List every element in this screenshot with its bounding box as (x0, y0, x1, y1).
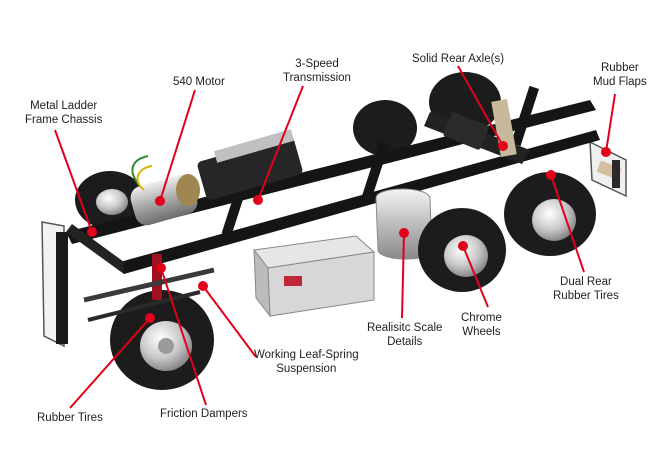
leader-dot-dual-rear-rubber-tires (546, 170, 556, 180)
leader-line-chrome-wheels (462, 245, 489, 308)
chrome-box (253, 235, 376, 318)
label-line: Working Leaf-Spring (254, 349, 359, 361)
front-tire (110, 290, 214, 390)
leader-dot-chrome-wheels (458, 241, 468, 251)
label-chrome-wheels: Chrome Wheels (461, 311, 502, 339)
label-line: Rubber Tires (37, 412, 103, 424)
label-line: Wheels (462, 326, 501, 338)
label-line: Chrome (461, 312, 502, 324)
label-3-speed-transmission: 3-Speed Transmission (283, 57, 351, 85)
leader-dot-540-motor (155, 196, 165, 206)
label-line: Rubber Tires (553, 290, 619, 302)
leader-dot-rubber-mud-flaps (601, 147, 611, 157)
leader-line-3-speed-transmission (257, 85, 304, 201)
label-solid-rear-axles: Solid Rear Axle(s) (412, 52, 504, 66)
label-line: 540 Motor (173, 76, 225, 88)
label-line: 3-Speed (295, 58, 339, 70)
label-line: Suspension (276, 363, 337, 375)
label-line: Details (387, 336, 423, 348)
leader-dot-3-speed-transmission (253, 195, 263, 205)
leader-line-540-motor (159, 89, 196, 202)
label-rubber-mud-flaps: Rubber Mud Flaps (593, 61, 647, 89)
leader-dot-metal-ladder-frame-chassis (87, 227, 97, 237)
leader-dot-realistic-scale-details (399, 228, 409, 238)
leader-line-dual-rear-rubber-tires (550, 174, 585, 273)
label-540-motor: 540 Motor (173, 75, 225, 89)
label-line: Frame Chassis (25, 114, 103, 126)
leader-line-metal-ladder-frame-chassis (54, 129, 93, 233)
label-line: Dual Rear (560, 276, 612, 288)
mud-flap (589, 140, 627, 198)
leader-line-working-leaf-spring-suspension (202, 285, 257, 358)
label-line: Rubber (600, 62, 639, 74)
leader-dot-rubber-tires (145, 313, 155, 323)
label-line: Metal Ladder (30, 100, 98, 112)
leader-line-friction-dampers (160, 267, 207, 406)
label-dual-rear-rubber-tires: Dual Rear Rubber Tires (553, 275, 619, 303)
label-line: Solid Rear Axle(s) (412, 53, 505, 65)
label-working-leaf-spring-suspension: Working Leaf-Spring Suspension (254, 348, 359, 376)
leader-line-realistic-scale-details (401, 232, 405, 319)
label-rubber-tires: Rubber Tires (37, 411, 103, 425)
label-friction-dampers: Friction Dampers (160, 407, 248, 421)
leader-line-rubber-tires (69, 317, 151, 409)
drivetrain (130, 129, 303, 226)
leader-line-solid-rear-axles (457, 65, 504, 147)
label-line: Mud Flaps (593, 76, 647, 88)
front-suspension (83, 254, 215, 322)
leader-dot-solid-rear-axles (498, 141, 508, 151)
leader-line-rubber-mud-flaps (605, 93, 616, 153)
leader-dot-working-leaf-spring-suspension (198, 281, 208, 291)
label-metal-ladder-frame-chassis: Metal Ladder Frame Chassis (25, 99, 102, 127)
label-line: Transmission (283, 72, 351, 84)
label-line: Friction Dampers (160, 408, 248, 420)
label-realistic-scale-details: Realisitc Scale Details (367, 321, 442, 349)
rear-axle (424, 99, 530, 164)
rear-tires-back (75, 72, 501, 229)
leader-dot-friction-dampers (156, 263, 166, 273)
callout-leaders (54, 65, 616, 409)
label-line: Realisitc Scale (367, 322, 443, 334)
rear-tires-front (418, 172, 596, 292)
